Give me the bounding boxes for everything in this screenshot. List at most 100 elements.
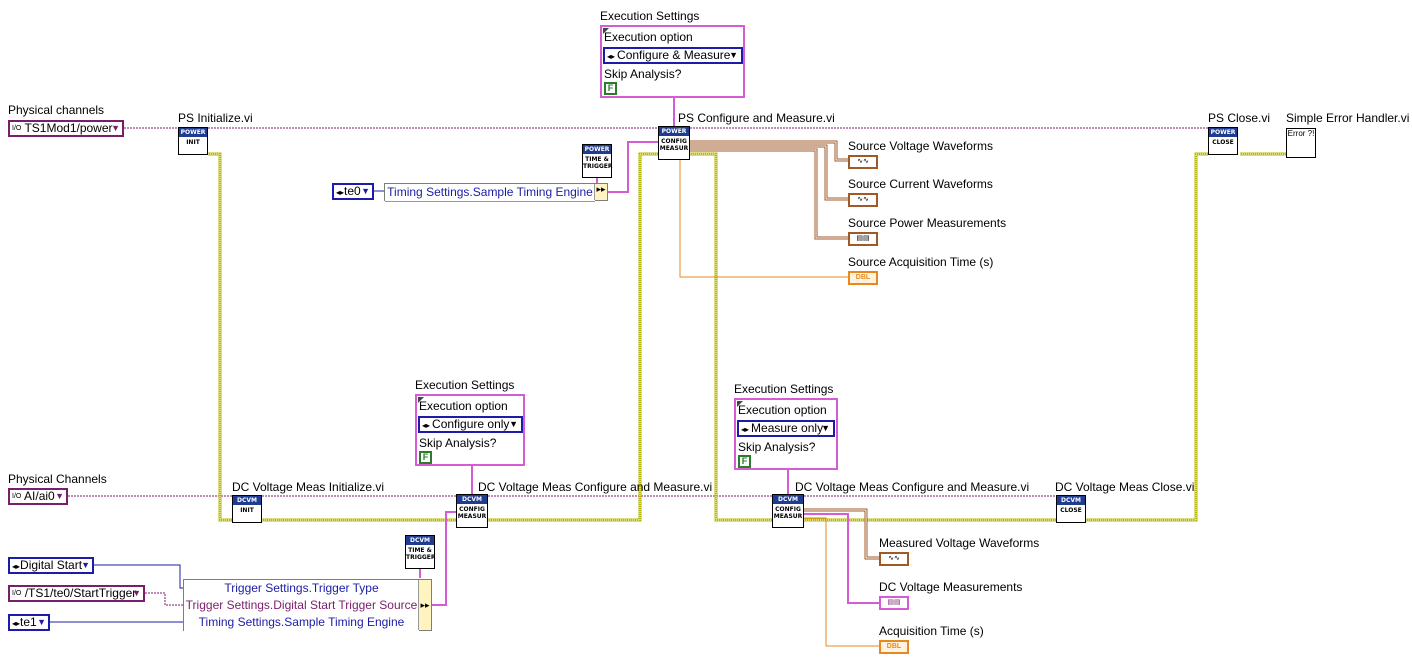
dropdown-arrow-icon: ▼: [132, 588, 141, 598]
execution-option-label: Execution option: [738, 403, 827, 417]
acquisition-time-label: Acquisition Time (s): [879, 624, 984, 638]
dropdown-arrow-icon: ▼: [509, 419, 518, 429]
trigger-text: TIME & TRIGGER: [406, 547, 436, 561]
measured-voltage-waveforms-label: Measured Voltage Waveforms: [879, 536, 1040, 550]
power-header: POWER: [583, 145, 611, 154]
increment-arrows-icon: ◂▸: [422, 421, 431, 430]
dcvm-initialize-vi[interactable]: DCVM INIT: [232, 495, 262, 523]
trigger-type-constant[interactable]: ◂▸Digital Start ▼: [8, 557, 94, 574]
increment-arrows-icon: ◂▸: [12, 619, 21, 628]
trigger-text: TIME & TRIGGER: [583, 156, 613, 170]
simple-error-handler-vi[interactable]: Error ?!: [1286, 128, 1316, 158]
io-icon: I/O: [12, 125, 22, 132]
io-icon: I/O: [12, 590, 22, 597]
dc-voltage-measurements-label: DC Voltage Measurements: [879, 580, 1023, 594]
execution-option-ring[interactable]: ◂▸Configure & Measure ▼: [603, 47, 743, 64]
config-text: CONFIG MEASUR: [659, 138, 689, 152]
execution-option-value: Configure only: [432, 417, 510, 431]
dcvm-physical-channels-label: Physical Channels: [8, 472, 107, 486]
source-current-waveforms-label: Source Current Waveforms: [848, 177, 993, 191]
ps-close-vi[interactable]: POWER CLOSE: [1208, 127, 1238, 155]
init-text: INIT: [240, 507, 254, 514]
execution-option-value: Measure only: [751, 421, 824, 435]
skip-analysis-label: Skip Analysis?: [419, 436, 497, 450]
trigger-type-value: Digital Start: [20, 558, 83, 572]
close-text: CLOSE: [1212, 139, 1234, 146]
config-text: CONFIG MEASUR: [773, 506, 803, 520]
ps-bundle-row: Timing Settings.Sample Timing Engine: [385, 184, 595, 202]
dcvm-header: DCVM: [1057, 496, 1085, 505]
dcvm-initialize-label: DC Voltage Meas Initialize.vi: [232, 480, 385, 494]
ps-timing-engine-constant[interactable]: ◂▸te0 ▼: [332, 183, 374, 200]
measured-voltage-waveforms-indicator: ∿∿: [879, 552, 909, 566]
mid-cluster-title: Execution Settings: [415, 378, 515, 392]
dcvm-time-trigger-typedef[interactable]: DCVM TIME & TRIGGER: [405, 535, 436, 569]
dcvm-close-label: DC Voltage Meas Close.vi: [1055, 480, 1195, 494]
init-text: INIT: [186, 139, 200, 146]
dropdown-arrow-icon: ▼: [81, 560, 90, 570]
ps-bundle-by-name[interactable]: Timing Settings.Sample Timing Engine ▸▸: [384, 183, 608, 202]
dcvm-measure-only-vi[interactable]: DCVM CONFIG MEASUR: [772, 494, 804, 528]
execution-option-value: Configure & Measure: [617, 48, 731, 62]
source-acquisition-time-indicator: DBL: [848, 271, 878, 285]
trigger-source-value: /TS1/te0/StartTrigger: [24, 586, 137, 600]
dcvm-close-vi[interactable]: DCVM CLOSE: [1056, 495, 1086, 523]
bundle-row-trigger-type: Trigger Settings.Trigger Type: [184, 580, 419, 598]
increment-arrows-icon: ◂▸: [607, 52, 616, 61]
ps-channel-value: TS1Mod1/power: [24, 121, 113, 135]
dropdown-arrow-icon: ▼: [821, 423, 830, 433]
dcvm-configure2-label: DC Voltage Meas Configure and Measure.vi: [795, 480, 1030, 494]
power-header: POWER: [179, 128, 207, 137]
skip-analysis-boolean[interactable]: F: [419, 451, 432, 464]
dcvm-channel-value: AI/ai0: [24, 489, 55, 503]
source-power-measurements-label: Source Power Measurements: [848, 216, 1007, 230]
dcvm-configure1-label: DC Voltage Meas Configure and Measure.vi: [478, 480, 713, 494]
skip-analysis-boolean[interactable]: F: [604, 82, 617, 95]
waveform-icon: ∿∿: [888, 555, 900, 562]
bundle-arrow-icon: ▸▸: [418, 580, 431, 630]
dcvm-header: DCVM: [406, 536, 434, 545]
dc-voltage-measurements-indicator: ▤▤: [879, 596, 909, 610]
dropdown-arrow-icon: ▼: [361, 186, 370, 196]
power-header: POWER: [1209, 128, 1237, 137]
skip-analysis-label: Skip Analysis?: [604, 67, 682, 81]
execution-option-label: Execution option: [604, 30, 693, 44]
top-execution-settings-cluster[interactable]: Execution option ◂▸Configure & Measure ▼…: [600, 25, 745, 98]
error-icon: Error ?!: [1287, 129, 1315, 138]
dropdown-arrow-icon: ▼: [37, 617, 46, 627]
source-voltage-waveforms-label: Source Voltage Waveforms: [848, 139, 993, 153]
bundle-arrow-icon: ▸▸: [594, 184, 607, 200]
execution-option-ring[interactable]: ◂▸Measure only ▼: [737, 420, 835, 437]
timing-engine-constant[interactable]: ◂▸te1 ▼: [8, 614, 50, 631]
dropdown-arrow-icon: ▼: [111, 123, 120, 133]
right-execution-settings-cluster[interactable]: Execution option ◂▸Measure only ▼ Skip A…: [734, 398, 838, 470]
right-cluster-title: Execution Settings: [734, 382, 834, 396]
power-header: POWER: [659, 127, 689, 136]
top-cluster-title: Execution Settings: [600, 9, 700, 23]
execution-option-ring[interactable]: ◂▸Configure only ▼: [418, 416, 523, 433]
ps-initialize-vi[interactable]: POWER INIT: [178, 127, 208, 155]
dcvm-bundle-by-name[interactable]: Trigger Settings.Trigger Type Trigger Se…: [183, 579, 432, 631]
cluster-array-icon: ▤▤: [887, 599, 901, 606]
ps-configure-label: PS Configure and Measure.vi: [678, 111, 835, 125]
ps-timing-engine-value: te0: [344, 184, 361, 198]
dropdown-arrow-icon: ▼: [729, 50, 738, 60]
source-power-measurements-indicator: ▤▤: [848, 232, 878, 246]
skip-analysis-label: Skip Analysis?: [738, 440, 816, 454]
ps-time-trigger-typedef[interactable]: POWER TIME & TRIGGER: [582, 144, 613, 178]
increment-arrows-icon: ◂▸: [741, 425, 750, 434]
ps-close-label: PS Close.vi: [1208, 111, 1271, 125]
io-icon: I/O: [12, 493, 22, 500]
ps-configure-measure-vi[interactable]: POWER CONFIG MEASUR: [658, 126, 690, 160]
increment-arrows-icon: ◂▸: [336, 188, 345, 197]
dcvm-header: DCVM: [773, 495, 803, 504]
skip-analysis-boolean[interactable]: F: [738, 455, 751, 468]
execution-option-label: Execution option: [419, 399, 508, 413]
config-text: CONFIG MEASUR: [457, 506, 487, 520]
mid-execution-settings-cluster[interactable]: Execution option ◂▸Configure only ▼ Skip…: [415, 394, 525, 466]
dcvm-physical-channels-constant[interactable]: I/O AI/ai0 ▼: [8, 488, 68, 505]
trigger-source-constant[interactable]: I/O /TS1/te0/StartTrigger ▼: [8, 585, 145, 602]
dcvm-configure-only-vi[interactable]: DCVM CONFIG MEASUR: [456, 494, 488, 528]
ps-physical-channels-constant[interactable]: I/O TS1Mod1/power ▼: [8, 120, 124, 137]
